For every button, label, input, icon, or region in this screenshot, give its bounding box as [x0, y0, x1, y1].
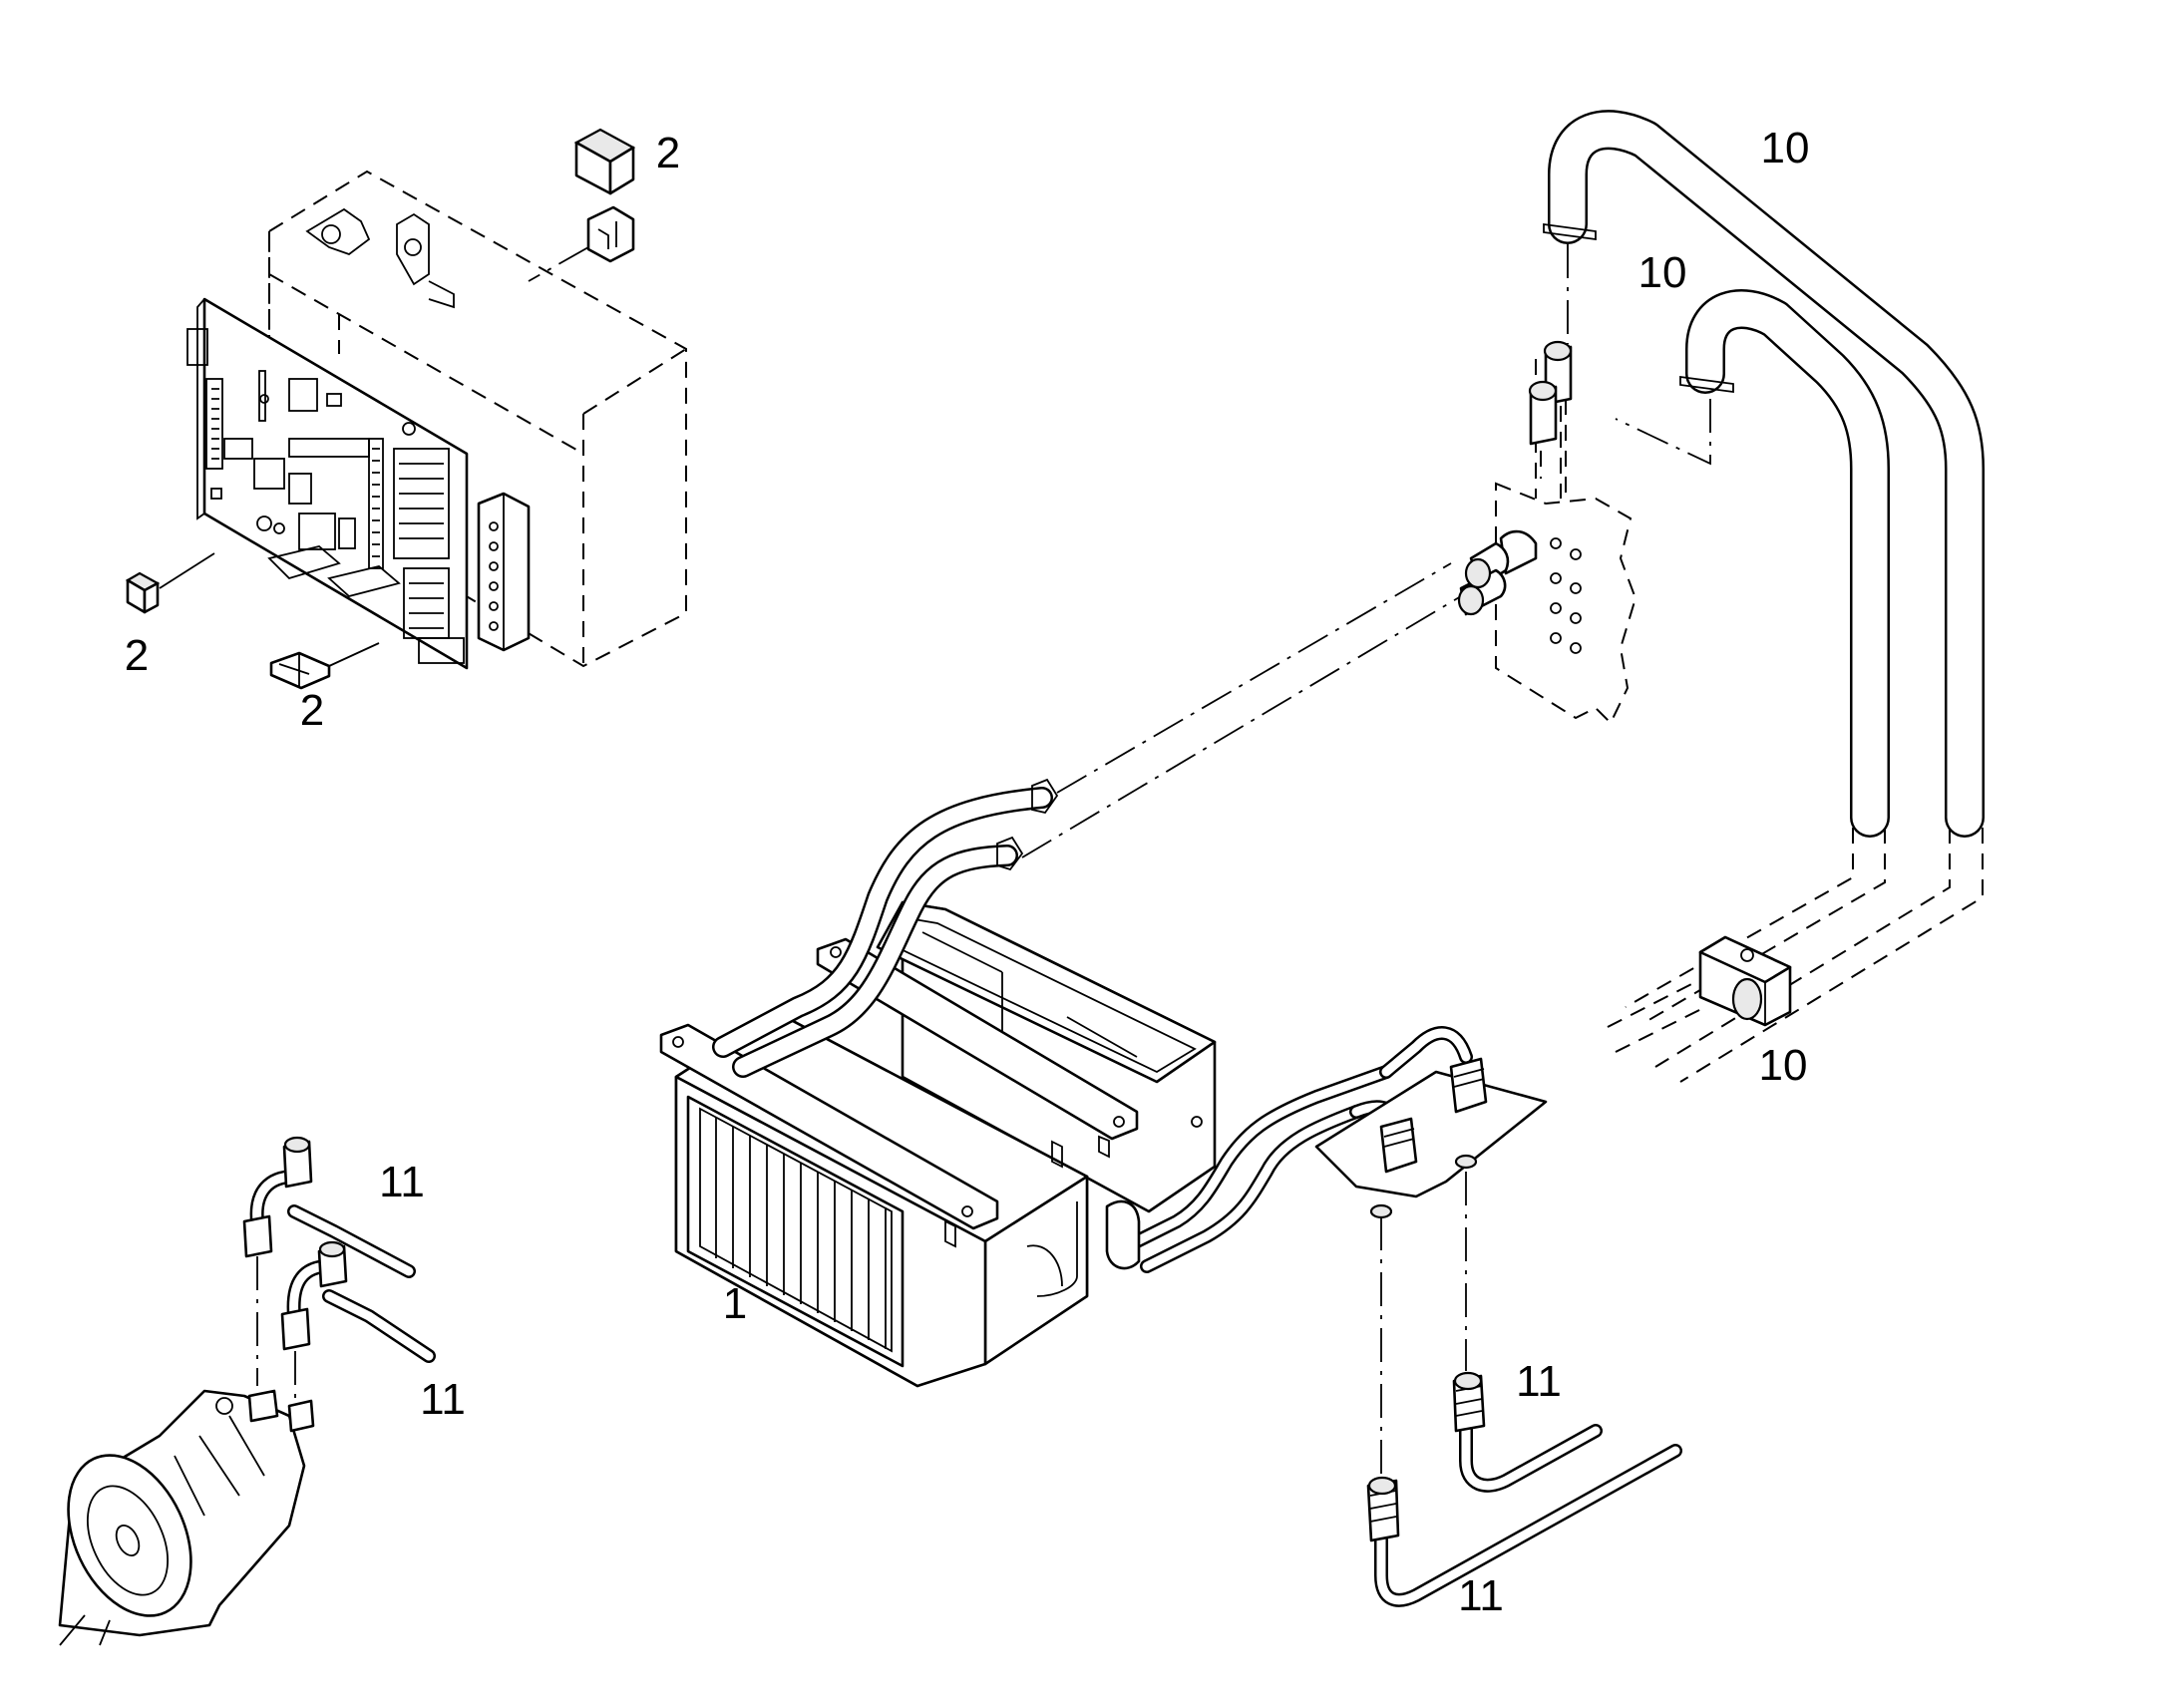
circuit-board — [186, 297, 469, 670]
bulkhead-plate — [1457, 340, 1637, 725]
ac-line-left-b — [280, 1240, 436, 1406]
hose-clamp-block — [1698, 935, 1792, 1027]
coolant-hose-inner — [1615, 289, 1890, 838]
callout-10-clamp: 10 — [1759, 1041, 1808, 1090]
callout-10-top: 10 — [1761, 124, 1810, 172]
callout-11-right-bottom: 11 — [1458, 1571, 1504, 1620]
compressor — [58, 1389, 315, 1646]
heater-unit — [659, 900, 1217, 1388]
callout-2-fuse: 2 — [300, 686, 324, 735]
callout-11-left-bottom: 11 — [420, 1375, 466, 1424]
connector-block — [477, 492, 531, 652]
callout-11-left-top: 11 — [379, 1158, 425, 1206]
callout-2-relay-top: 2 — [656, 129, 680, 177]
callout-1: 1 — [723, 1279, 747, 1328]
callout-11-right-top: 11 — [1516, 1357, 1562, 1406]
relay-small-left — [125, 552, 215, 614]
fuse — [269, 642, 380, 690]
heater-hoses — [712, 562, 1467, 1078]
ac-line-right-b — [1366, 1444, 1682, 1607]
ac-lines-manifold — [1026, 1026, 1548, 1476]
ac-line-right-a — [1452, 1371, 1603, 1493]
coolant-hose-outer — [1543, 110, 1985, 838]
callout-2-relay-small: 2 — [125, 631, 149, 680]
ac-line-left-a — [242, 1136, 416, 1386]
callout-10-middle: 10 — [1638, 248, 1687, 297]
relay-top — [528, 128, 636, 282]
